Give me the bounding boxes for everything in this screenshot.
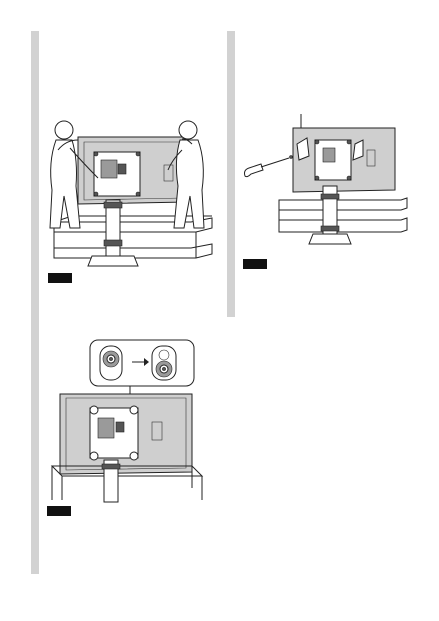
person-left xyxy=(49,120,99,229)
illustration-bracket-detail xyxy=(50,339,204,503)
screwdriver-icon xyxy=(244,155,293,178)
tv-back xyxy=(59,393,193,475)
bracket-inset-panel xyxy=(89,339,195,387)
stand-shelves xyxy=(278,197,408,233)
person-right xyxy=(167,120,205,229)
illustration-screwdriver-fixing xyxy=(244,114,408,245)
stand-column xyxy=(101,459,121,503)
arrow-right-icon xyxy=(132,358,149,366)
tv-back xyxy=(292,127,396,193)
stand-column xyxy=(308,185,352,245)
note-label-step-1 xyxy=(48,273,72,283)
stand-shelves xyxy=(50,465,204,500)
illustration-two-people-lifting-tv xyxy=(49,120,213,267)
step-column-left-bar xyxy=(31,31,39,574)
note-label-step-3 xyxy=(47,506,71,516)
tv-back xyxy=(77,136,189,205)
step-column-right-bar xyxy=(227,31,235,317)
stand-column xyxy=(87,199,139,267)
note-label-step-2 xyxy=(243,259,267,269)
